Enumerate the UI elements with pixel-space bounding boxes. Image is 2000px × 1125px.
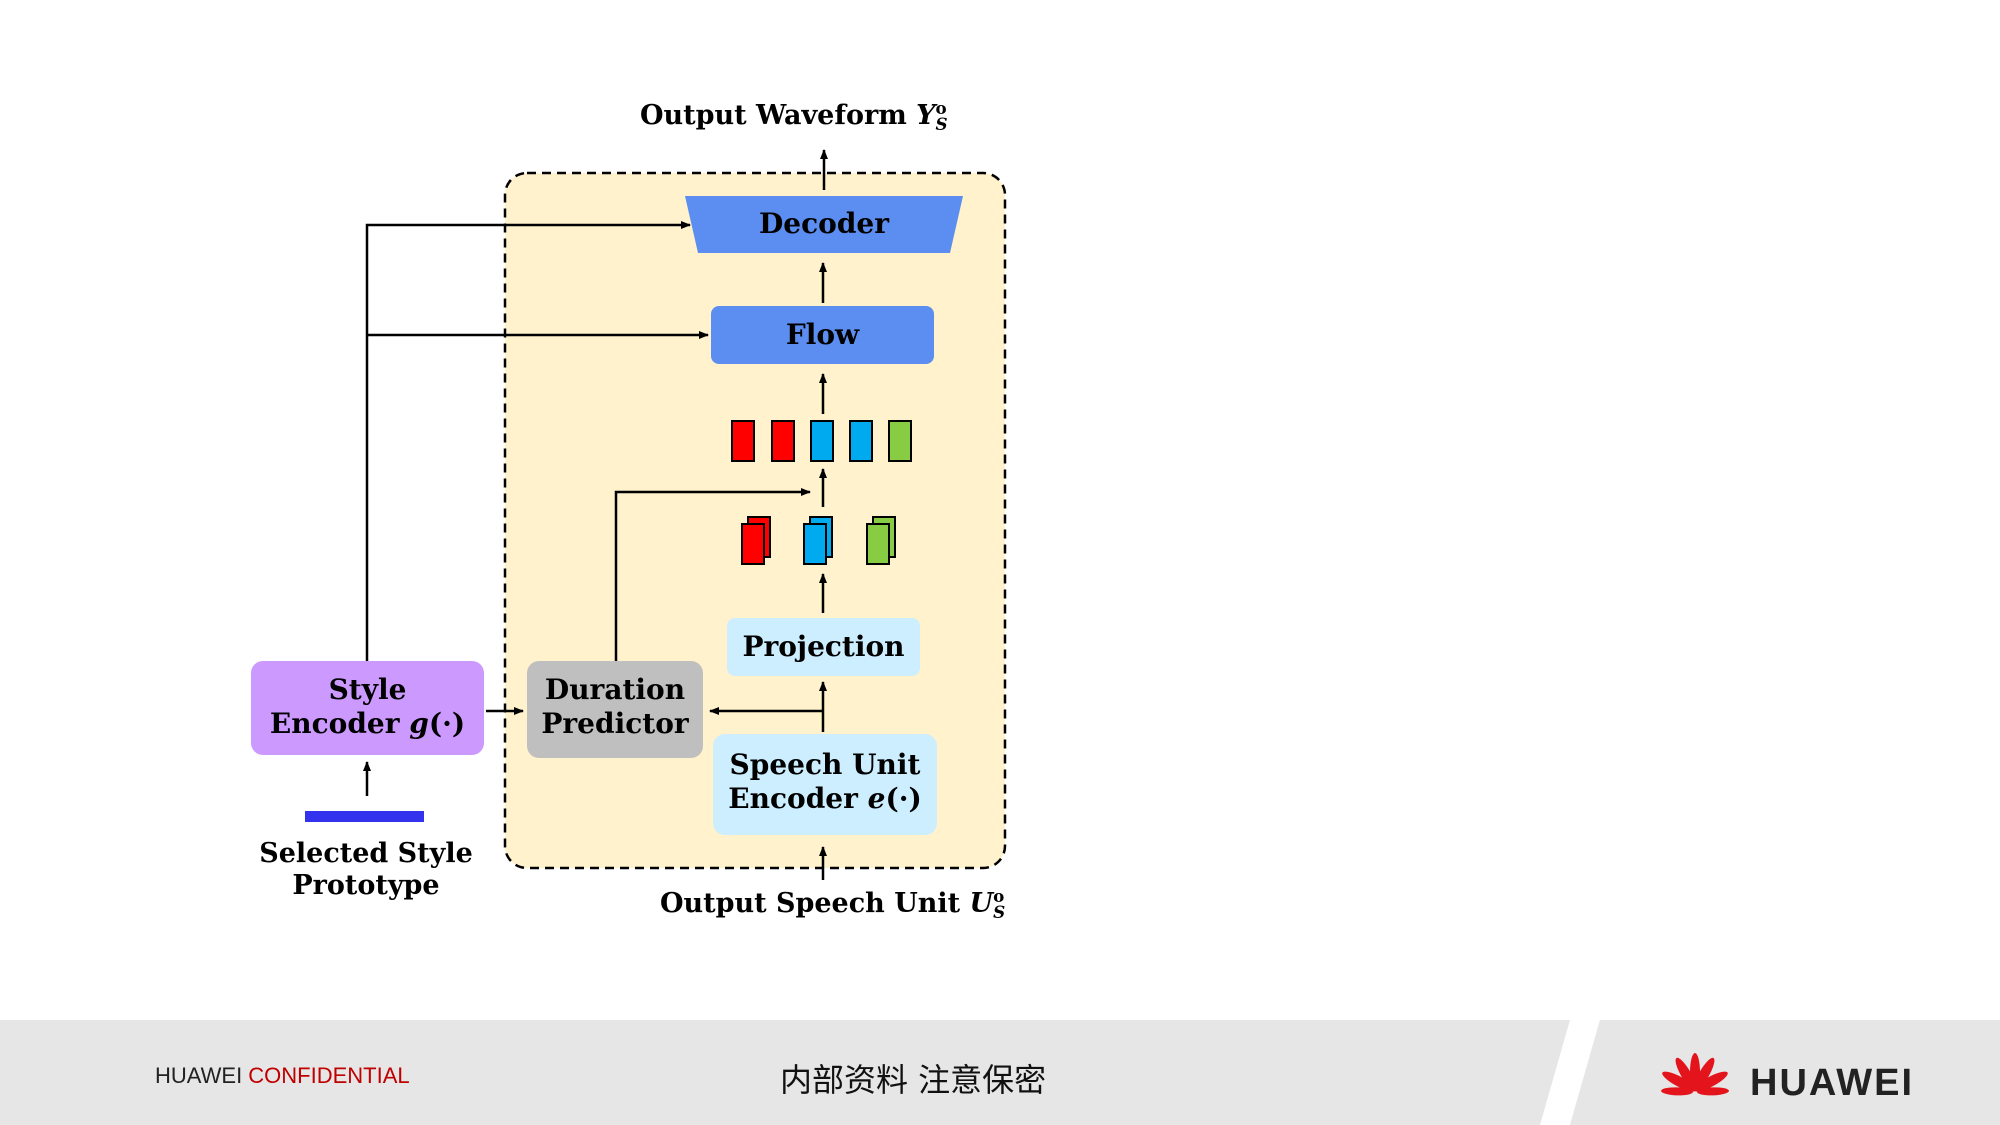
- style-encoder-label: Style Encoder g(·): [269, 673, 466, 740]
- projection-label: Projection: [742, 630, 905, 663]
- huawei-petal-icon: [1661, 1053, 1729, 1096]
- speech-unit-encoder-label: Speech Unit Encoder e(·): [728, 748, 922, 815]
- projection-block: [727, 618, 920, 676]
- duration-predictor-label: Duration Predictor: [541, 673, 689, 740]
- style-prototype-bar: [305, 811, 424, 822]
- arrows: [363, 149, 828, 880]
- selected-style-prototype-label: Selected Style Prototype: [259, 838, 473, 902]
- stacked-tokens: [741, 516, 896, 565]
- expanded-tokens: [731, 420, 912, 462]
- decoder-label: Decoder: [759, 207, 889, 240]
- speech-unit-encoder-block: [713, 734, 937, 835]
- confidential-label: HUAWEI CONFIDENTIAL: [155, 1063, 410, 1088]
- flow-block: [711, 306, 934, 364]
- slide-footer: [0, 1020, 2000, 1125]
- architecture-diagram: [251, 149, 1007, 880]
- footer-logo-panel: [1570, 1020, 2000, 1125]
- huawei-wordmark: HUAWEI: [1750, 1062, 1914, 1104]
- decoder-block: [685, 196, 963, 253]
- flow-label: Flow: [785, 318, 860, 351]
- style-encoder-block: [251, 661, 484, 755]
- duration-predictor-block: [527, 661, 703, 758]
- internal-notice: 内部资料 注意保密: [780, 1061, 1047, 1099]
